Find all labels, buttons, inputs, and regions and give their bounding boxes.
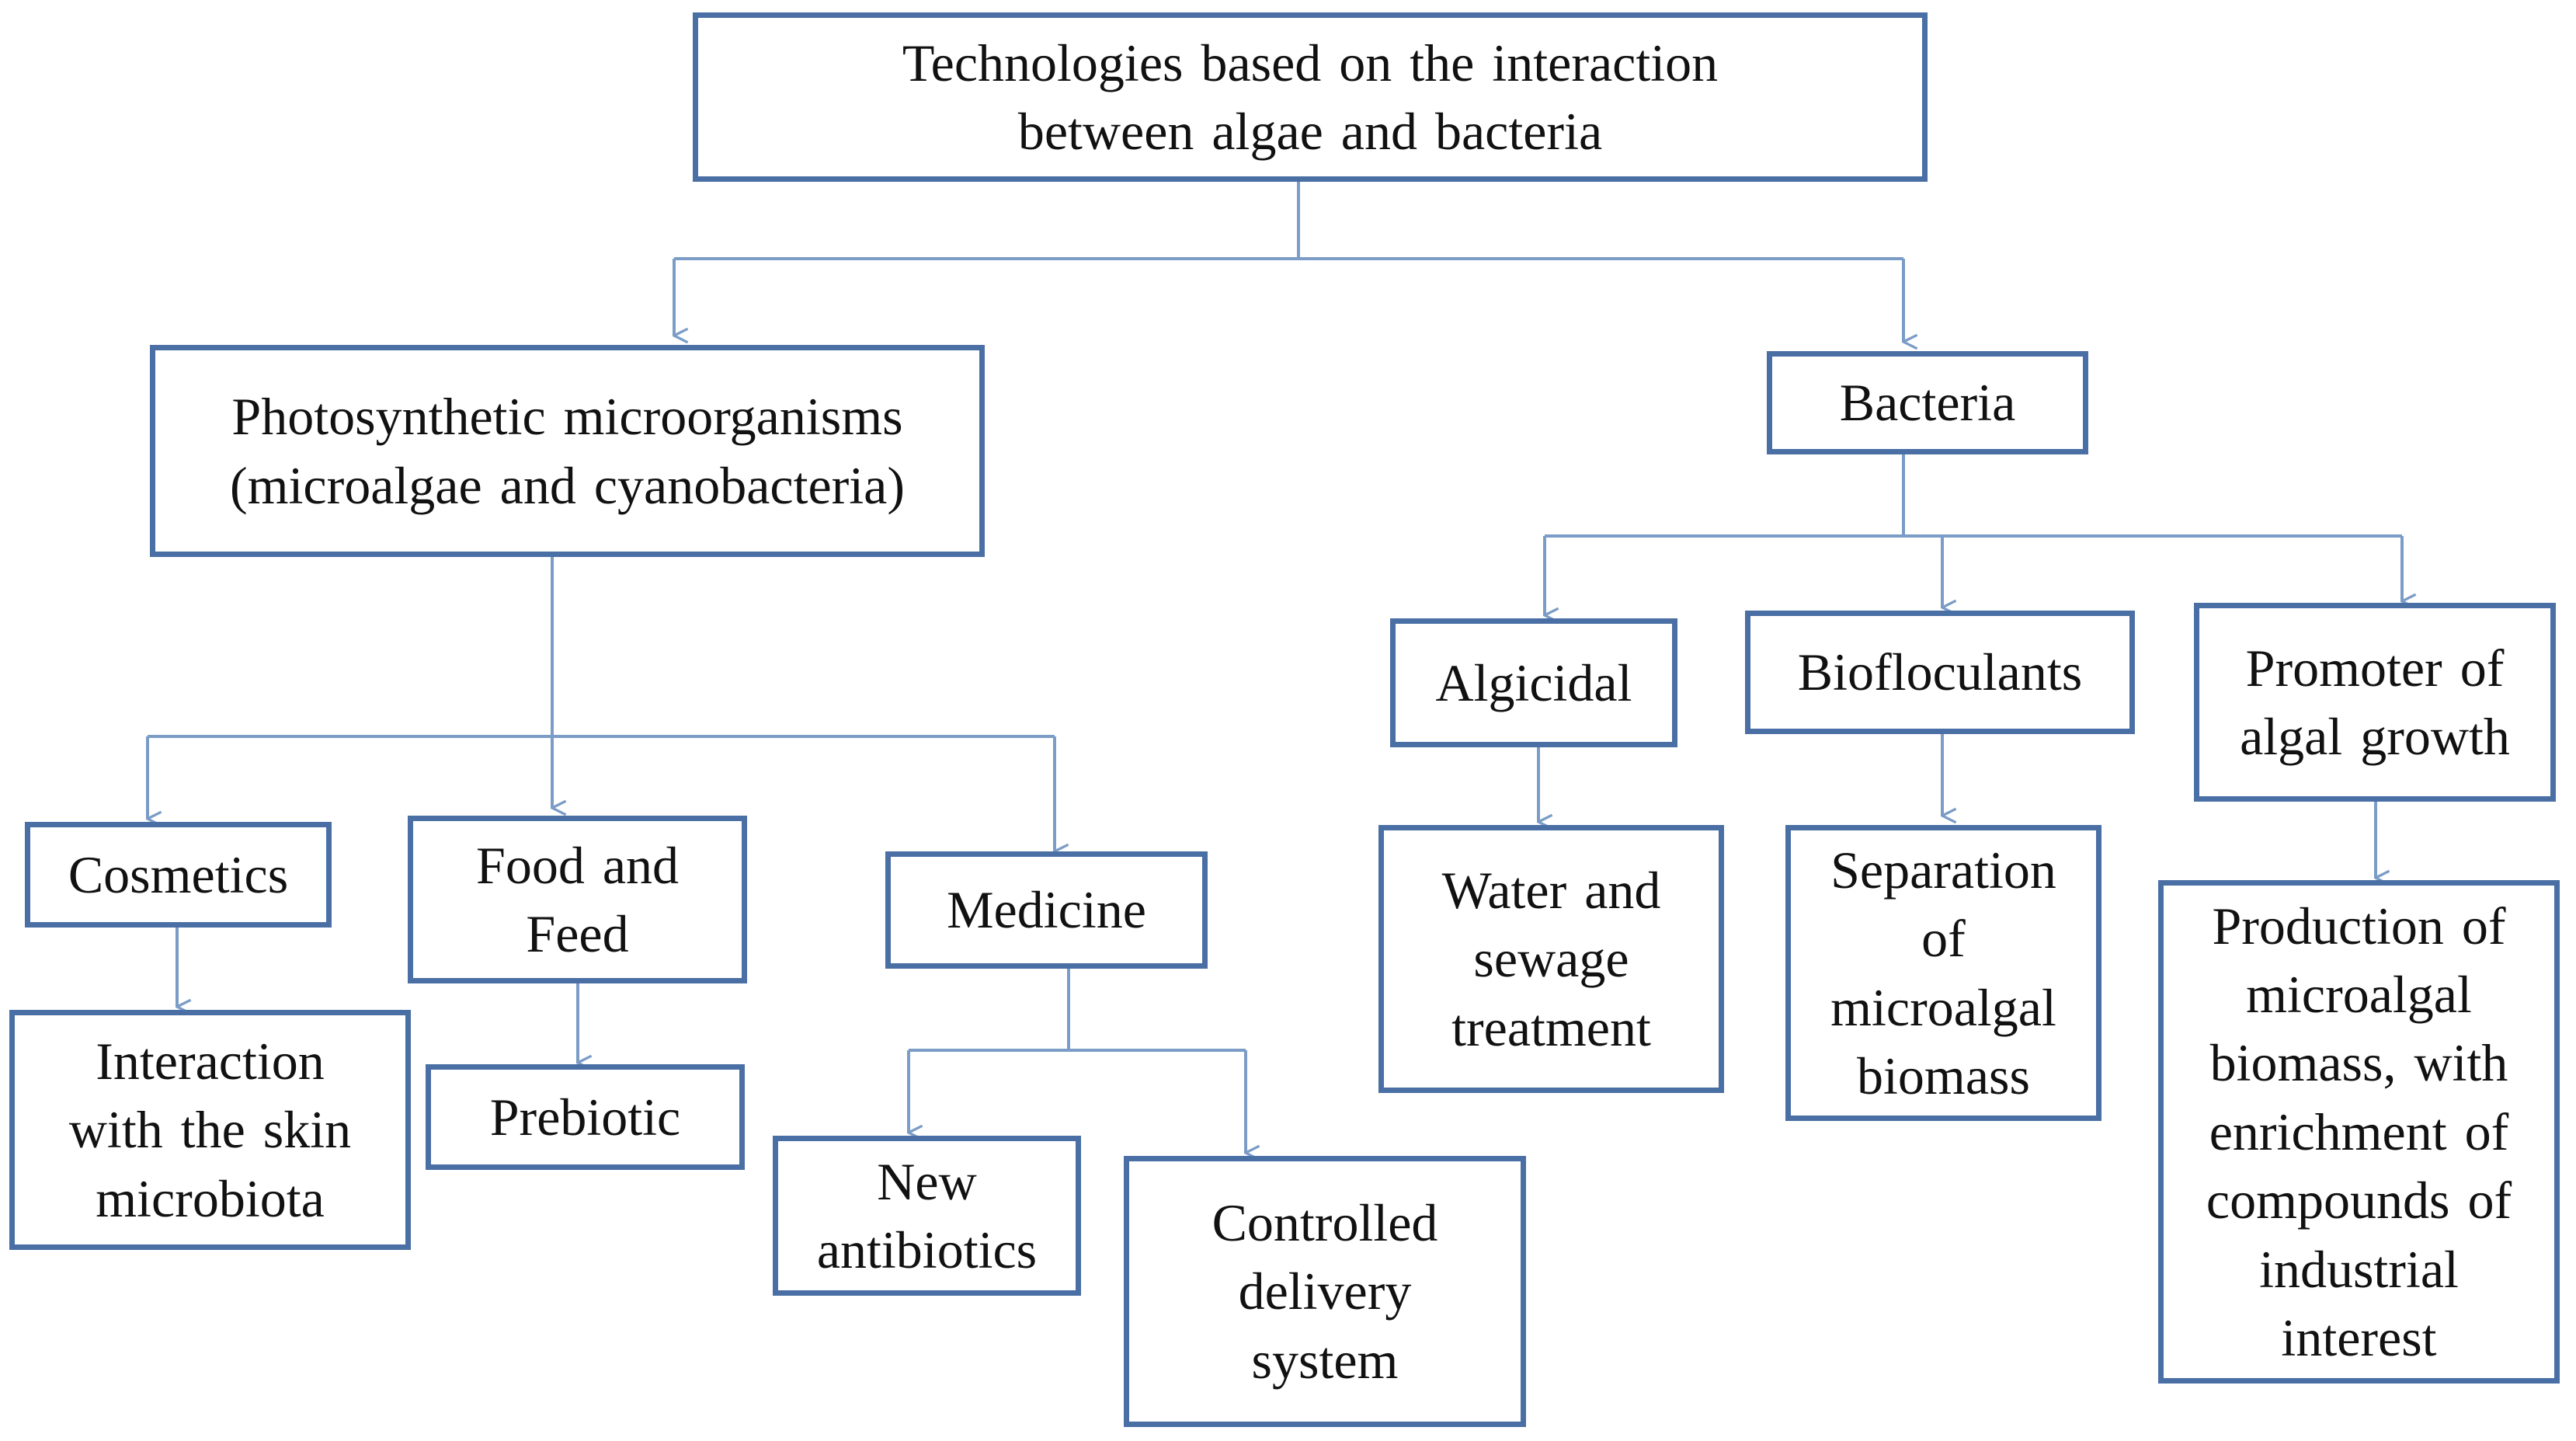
node-prebiotic: Prebiotic (426, 1064, 745, 1170)
node-water-treatment-label: Water and sewage treatment (1441, 860, 1661, 1057)
node-promoter-label: Promoter of algal growth (2240, 638, 2510, 766)
node-separation-label: Separation of microalgal biomass (1830, 840, 2056, 1105)
node-production-label: Production of microalgal biomass, with e… (2206, 896, 2512, 1367)
node-cosmetics-label: Cosmetics (68, 844, 289, 904)
node-skin-microbiota-label: Interaction with the skin microbiota (68, 1031, 352, 1228)
node-algicidal: Algicidal (1390, 618, 1677, 747)
node-water-treatment: Water and sewage treatment (1378, 825, 1724, 1093)
node-skin-microbiota: Interaction with the skin microbiota (9, 1010, 411, 1250)
node-bacteria-label: Bacteria (1839, 373, 2016, 433)
node-cosmetics: Cosmetics (25, 822, 332, 928)
node-food-feed: Food and Feed (408, 816, 747, 983)
node-photosynthetic: Photosynthetic microorganisms (microalga… (150, 345, 985, 557)
node-algicidal-label: Algicidal (1435, 653, 1632, 712)
node-prebiotic-label: Prebiotic (489, 1087, 681, 1147)
node-controlled-delivery-label: Controlled delivery system (1212, 1192, 1438, 1390)
node-controlled-delivery: Controlled delivery system (1124, 1156, 1526, 1427)
node-food-feed-label: Food and Feed (476, 835, 679, 963)
node-biofloculants-label: Biofloculants (1797, 642, 2083, 702)
node-biofloculants: Biofloculants (1745, 611, 2135, 734)
node-photosynthetic-label: Photosynthetic microorganisms (microalga… (229, 387, 906, 515)
node-new-antibiotics: New antibiotics (773, 1136, 1081, 1296)
node-separation: Separation of microalgal biomass (1785, 825, 2101, 1121)
node-root: Technologies based on the interaction be… (693, 12, 1928, 182)
node-bacteria: Bacteria (1767, 351, 2088, 454)
node-root-label: Technologies based on the interaction be… (902, 33, 1719, 161)
node-production: Production of microalgal biomass, with e… (2158, 880, 2560, 1384)
node-new-antibiotics-label: New antibiotics (816, 1151, 1038, 1279)
node-medicine: Medicine (885, 851, 1208, 969)
node-promoter: Promoter of algal growth (2194, 603, 2556, 802)
node-medicine-label: Medicine (947, 880, 1146, 940)
